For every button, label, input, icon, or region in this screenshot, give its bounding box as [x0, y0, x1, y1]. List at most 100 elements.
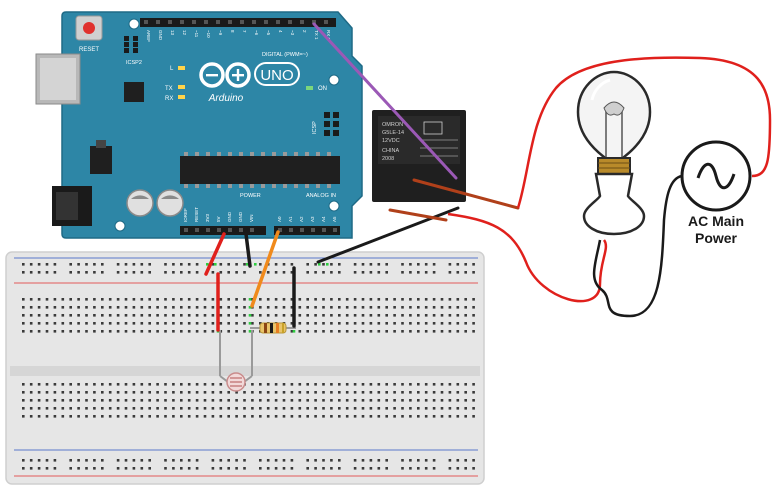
breadboard-hole [69, 383, 72, 386]
breadboard-hole [290, 271, 294, 274]
breadboard-hole [172, 314, 175, 317]
breadboard-hole [203, 399, 207, 402]
breadboard-hole [195, 407, 199, 410]
breadboard-hole [251, 391, 254, 394]
breadboard-hole [417, 314, 420, 317]
power-pin-socket[interactable] [228, 228, 232, 232]
digital-pin-socket[interactable] [156, 20, 160, 24]
digital-pin-socket[interactable] [324, 20, 328, 24]
breadboard-hole [448, 399, 452, 402]
breadboard-hole [164, 383, 167, 386]
breadboard-hole [195, 391, 199, 394]
breadboard-hole [409, 415, 412, 418]
breadboard-hole [61, 314, 65, 317]
power-pin-socket[interactable] [206, 228, 210, 232]
breadboard-hole [93, 391, 96, 394]
breadboard-hole [101, 263, 104, 266]
breadboard-hole [124, 298, 128, 301]
breadboard-hole [377, 459, 381, 462]
analog-pin-socket[interactable] [311, 228, 315, 232]
relay-text-5: 2008 [382, 156, 394, 162]
breadboard-hole [298, 306, 302, 309]
breadboard-hole [306, 383, 309, 386]
breadboard-hole [37, 330, 41, 333]
breadboard-hole [187, 306, 191, 309]
digital-pin-socket[interactable] [240, 20, 244, 24]
breadboard-hole [77, 399, 80, 402]
analog-pin-socket[interactable] [289, 228, 293, 232]
breadboard-hole [385, 415, 388, 418]
breadboard-hole [306, 391, 309, 394]
breadboard-hole [432, 399, 436, 402]
breadboard-hole [448, 459, 452, 462]
breadboard-hole [132, 263, 136, 266]
breadboard-hole [298, 383, 302, 386]
breadboard-hole [401, 391, 404, 394]
chip-leg [250, 152, 254, 156]
analog-pin-label: A3 [310, 216, 315, 222]
analog-pin-socket[interactable] [322, 228, 326, 232]
digital-pin-socket[interactable] [228, 20, 232, 24]
breadboard-hole [29, 467, 33, 470]
digital-pin-label: ~3 [290, 30, 295, 36]
breadboard-hole [266, 399, 270, 402]
analog-pin-socket[interactable] [300, 228, 304, 232]
breadboard-hole [124, 467, 128, 470]
resistor-band [276, 323, 279, 333]
breadboard-hole [187, 314, 191, 317]
analog-pin-socket[interactable] [278, 228, 282, 232]
breadboard-hole [314, 467, 317, 470]
breadboard-hole [85, 399, 88, 402]
digital-pin-socket[interactable] [144, 20, 148, 24]
analog-pin-socket[interactable] [333, 228, 337, 232]
digital-pin-socket[interactable] [300, 20, 304, 24]
digital-header [140, 18, 336, 27]
power-header [180, 226, 266, 235]
digital-pin-socket[interactable] [288, 20, 292, 24]
breadboard-hole [172, 467, 175, 470]
breadboard-hole [424, 314, 428, 317]
breadboard-hole [282, 314, 286, 317]
breadboard-hole [195, 467, 199, 470]
breadboard-hole [243, 314, 246, 317]
breadboard-hole-active [206, 263, 209, 266]
breadboard-hole [290, 415, 294, 418]
breadboard-hole [424, 306, 428, 309]
digital-pin-socket[interactable] [264, 20, 268, 24]
digital-pin-socket[interactable] [204, 20, 208, 24]
digital-pin-socket[interactable] [180, 20, 184, 24]
breadboard-hole [440, 306, 444, 309]
digital-pin-socket[interactable] [168, 20, 172, 24]
digital-pin-socket[interactable] [276, 20, 280, 24]
bulb-filament [603, 101, 625, 116]
breadboard-hole [77, 306, 80, 309]
breadboard-hole [432, 391, 436, 394]
breadboard-hole [22, 322, 25, 325]
power-pin-socket[interactable] [217, 228, 221, 232]
breadboard-hole [227, 407, 230, 410]
breadboard-hole [259, 467, 262, 470]
breadboard-hole [164, 399, 167, 402]
digital-pin-socket[interactable] [312, 20, 316, 24]
breadboard-hole [219, 298, 223, 301]
breadboard-hole [235, 263, 238, 266]
reset-button-cap[interactable] [83, 22, 95, 34]
breadboard-hole [274, 314, 278, 317]
chip-leg [261, 184, 265, 188]
breadboard-hole [251, 415, 254, 418]
digital-pin-socket[interactable] [252, 20, 256, 24]
power-label: POWER [240, 193, 261, 199]
power-pin-socket[interactable] [239, 228, 243, 232]
power-pin-socket[interactable] [250, 228, 254, 232]
power-pin-socket[interactable] [184, 228, 188, 232]
breadboard-hole [290, 263, 294, 266]
breadboard-hole [330, 306, 333, 309]
breadboard-hole [45, 383, 49, 386]
breadboard-hole [180, 271, 183, 274]
breadboard-hole [377, 271, 381, 274]
power-pin-label: GND [227, 211, 232, 222]
power-pin-socket[interactable] [195, 228, 199, 232]
digital-pin-socket[interactable] [216, 20, 220, 24]
breadboard-hole [322, 322, 325, 325]
digital-pin-socket[interactable] [192, 20, 196, 24]
